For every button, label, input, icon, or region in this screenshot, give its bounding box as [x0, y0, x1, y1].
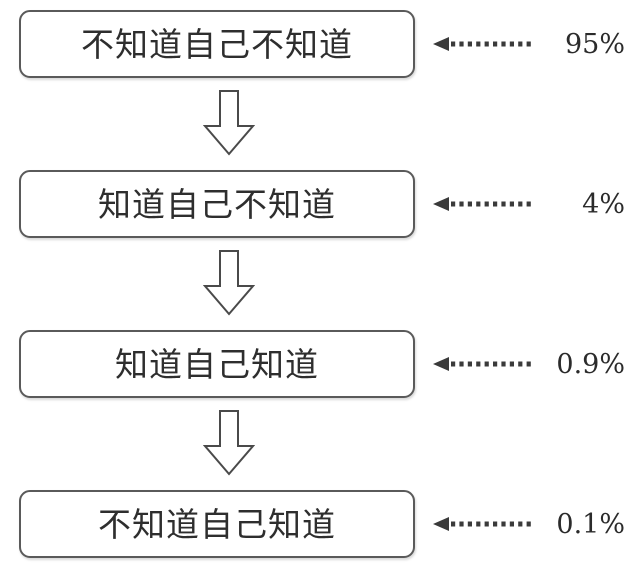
dotted-left-arrow-icon	[433, 517, 535, 531]
stage-label: 知道自己不知道	[98, 184, 336, 224]
stage-percent: 0.9%	[556, 348, 625, 380]
down-arrow-icon	[203, 410, 255, 476]
dotted-left-arrow-icon	[433, 357, 535, 371]
stage-annotation: 95%	[425, 10, 640, 78]
stage-percent: 0.1%	[556, 508, 625, 540]
down-arrow-icon	[203, 250, 255, 316]
stage-label: 不知道自己不知道	[81, 24, 353, 64]
stage-annotation: 0.9%	[425, 330, 640, 398]
stage-box[interactable]: 不知道自己知道	[19, 490, 415, 558]
down-arrow-icon	[203, 90, 255, 156]
stage-label: 不知道自己知道	[98, 504, 336, 544]
stage-row: 知道自己知道 0.9%	[0, 330, 640, 400]
dotted-left-arrow-icon	[433, 197, 535, 211]
stage-row: 知道自己不知道 4%	[0, 170, 640, 240]
flow-connector	[203, 250, 255, 316]
stage-box[interactable]: 知道自己不知道	[19, 170, 415, 238]
stage-percent: 4%	[582, 188, 625, 220]
stage-row: 不知道自己知道 0.1%	[0, 490, 640, 560]
dotted-left-arrow-icon	[433, 37, 535, 51]
stage-annotation: 4%	[425, 170, 640, 238]
flow-connector	[203, 410, 255, 476]
stage-box[interactable]: 知道自己知道	[19, 330, 415, 398]
stage-box[interactable]: 不知道自己不知道	[19, 10, 415, 78]
flow-connector	[203, 90, 255, 156]
stage-percent: 95%	[564, 28, 625, 60]
stage-annotation: 0.1%	[425, 490, 640, 558]
stage-label: 知道自己知道	[115, 344, 319, 384]
stage-row: 不知道自己不知道 95%	[0, 10, 640, 80]
